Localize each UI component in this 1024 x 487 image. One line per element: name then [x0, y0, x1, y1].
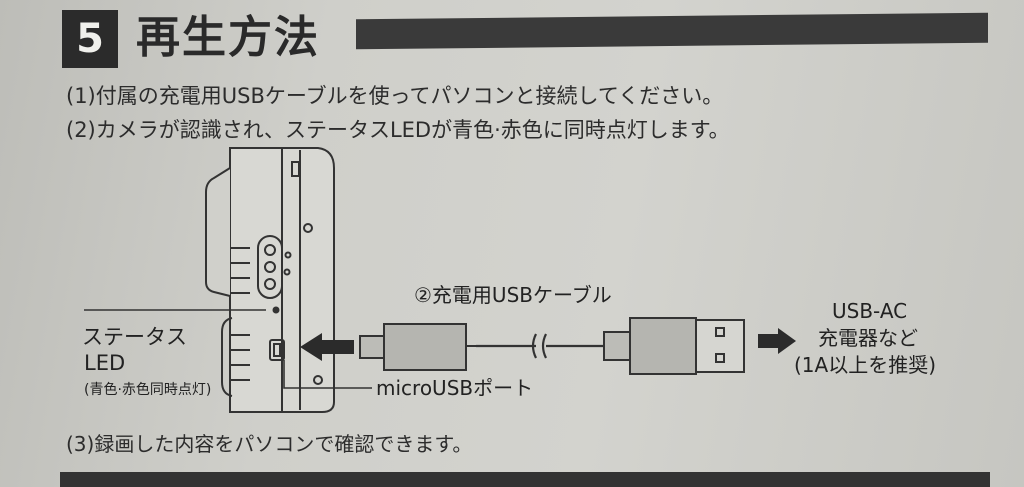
section-number-badge: 5	[62, 10, 118, 68]
step-3-text: (3)録画した内容をパソコンで確認できます。	[66, 432, 473, 456]
arrow-into-camera-icon	[300, 333, 354, 361]
adapter-label-line1: USB-AC	[832, 299, 907, 323]
step-1-text: (1)付属の充電用USBケーブルを使ってパソコンと接続してください。	[66, 84, 724, 108]
usb-a-plug	[603, 317, 745, 375]
micro-usb-port-label: microUSBポート	[376, 376, 533, 400]
arrow-to-adapter-icon	[758, 328, 796, 354]
port-leader	[283, 360, 372, 389]
camera-illustration	[205, 147, 335, 413]
status-led-note: (青色·赤色同時点灯)	[84, 381, 211, 398]
step-2-text: (2)カメラが認識され、ステータスLEDが青色·赤色に同時点灯します。	[66, 118, 730, 142]
micro-usb-plug	[359, 323, 476, 371]
adapter-label-line3: (1A以上を推奨)	[794, 353, 936, 377]
usb-cable	[476, 333, 604, 359]
cable-label: ②充電用USBケーブル	[414, 283, 612, 307]
status-led-label-line2: LED	[84, 351, 125, 375]
adapter-label-line2: 充電器など	[818, 326, 918, 350]
bottom-rule	[60, 472, 990, 487]
section-title: 再生方法	[136, 12, 320, 63]
status-led-label-line1: ステータス	[82, 325, 187, 349]
